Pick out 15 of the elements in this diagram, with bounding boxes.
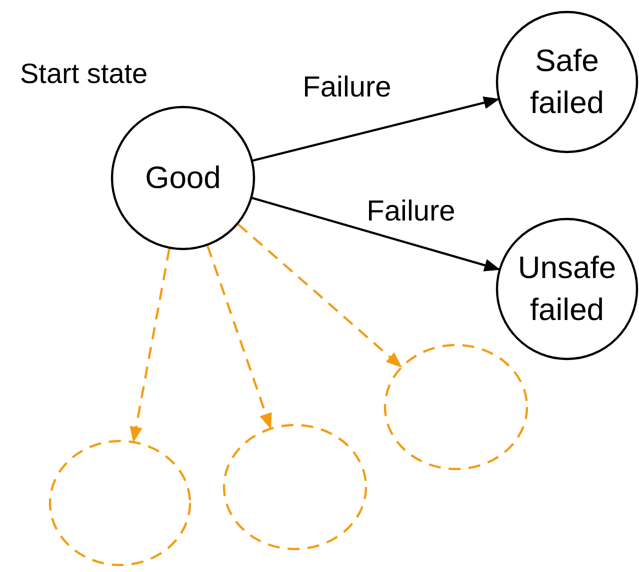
state-circle bbox=[111, 106, 255, 250]
arrow bbox=[237, 223, 402, 368]
arrow bbox=[252, 96, 500, 162]
state-caption: Start state bbox=[20, 58, 148, 90]
state-circle bbox=[496, 11, 638, 153]
arrow bbox=[206, 245, 272, 430]
arrow bbox=[252, 196, 500, 272]
state-label: Safe failed bbox=[528, 42, 606, 122]
state-label: Unsafe failed bbox=[516, 249, 618, 329]
empty-state-circle bbox=[223, 424, 367, 550]
state-label: Good bbox=[144, 159, 222, 198]
arrow bbox=[130, 248, 170, 443]
empty-state-circle bbox=[384, 344, 528, 470]
empty-state-circle bbox=[49, 440, 191, 566]
state-circle bbox=[496, 218, 638, 360]
